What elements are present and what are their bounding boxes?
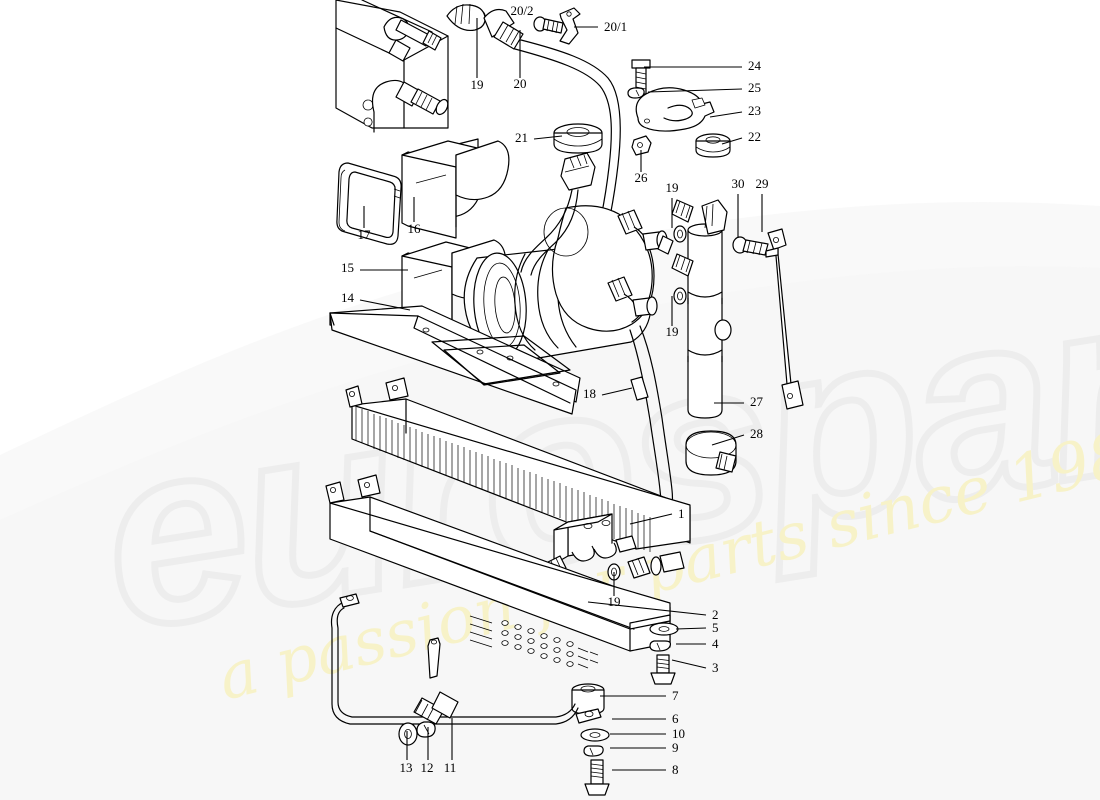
callout-leader-23	[709, 111, 743, 118]
blower-grommet-21	[553, 123, 603, 154]
refrigerant-pipe-20	[446, 3, 621, 229]
cover-panel-14	[329, 305, 581, 415]
callout-label-15: 15	[341, 260, 354, 275]
pipe-fittings-mid	[607, 209, 687, 317]
spring-washer-9	[583, 745, 604, 757]
clamp-screw-20-2	[533, 16, 564, 34]
callout-label-16: 16	[408, 221, 422, 236]
cable-clip-26	[631, 135, 652, 156]
self-tapping-screw-30	[732, 236, 769, 256]
callout-label-19: 19	[608, 594, 621, 609]
strap-lug	[427, 637, 441, 679]
callout-label-23: 23	[748, 103, 761, 118]
strap-eye-6	[575, 708, 602, 724]
callout-label-9: 9	[672, 740, 679, 755]
callout-leader-3	[671, 659, 707, 669]
callout-label-26: 26	[635, 170, 649, 185]
callout-leader-21	[533, 135, 563, 140]
callout-label-18: 18	[583, 386, 596, 401]
callout-leader-5	[675, 627, 707, 630]
callout-label-13: 13	[400, 760, 413, 775]
condenser-core	[345, 377, 691, 552]
callout-leader-22	[721, 137, 743, 145]
callout-label-19: 19	[666, 180, 679, 195]
air-duct-16	[401, 138, 510, 239]
duct-seal-17	[336, 162, 402, 245]
support-tray-2	[325, 474, 671, 669]
callout-leader-14	[359, 299, 411, 311]
pipe-clamp-20-1	[559, 7, 581, 45]
callout-label-19: 19	[666, 324, 679, 339]
spring-washer-12	[416, 721, 436, 738]
callout-label-24: 24	[748, 58, 762, 73]
blower-connector	[560, 152, 596, 191]
hose-clamp-28	[685, 430, 737, 476]
callout-label-3: 3	[712, 660, 719, 675]
callout-label-20: 20	[514, 76, 527, 91]
callout-leader-2	[587, 601, 707, 616]
callout-label-2: 2	[712, 607, 719, 622]
callout-leader-18	[601, 387, 633, 396]
blower-fan-assembly	[463, 152, 655, 361]
callout-label-20-2: 20/2	[510, 3, 533, 18]
callout-leader-1	[629, 513, 673, 525]
callout-label-28: 28	[750, 426, 763, 441]
callout-label-19: 19	[471, 77, 484, 92]
mounting-plate-23	[635, 87, 715, 132]
callout-label-10: 10	[672, 726, 685, 741]
receiver-drier-27	[657, 199, 732, 419]
drier-bracket-29	[765, 228, 804, 410]
spring-washer-25	[627, 87, 645, 99]
compressor-fitting-lower	[371, 79, 449, 133]
callout-label-7: 7	[672, 688, 679, 703]
lower-pipe-fittings	[607, 551, 685, 581]
callout-label-25: 25	[748, 80, 761, 95]
rubber-spacer-7	[571, 683, 605, 715]
retaining-strap	[330, 593, 579, 725]
spring-washer-4	[649, 640, 672, 652]
callout-leader-28	[711, 434, 745, 446]
callout-label-14: 14	[341, 290, 355, 305]
callout-leader-25	[647, 88, 743, 93]
callout-label-4: 4	[712, 636, 719, 651]
callout-label-29: 29	[756, 176, 769, 191]
callout-label-21: 21	[515, 130, 528, 145]
hex-bolt-3	[650, 654, 676, 685]
hex-bolt-11	[413, 691, 459, 725]
callout-label-22: 22	[748, 129, 761, 144]
callout-label-1: 1	[678, 506, 685, 521]
callout-label-17: 17	[358, 227, 372, 242]
callout-label-8: 8	[672, 762, 679, 777]
washer-13	[398, 722, 418, 746]
callout-label-30: 30	[732, 176, 745, 191]
rubber-mount-22	[695, 133, 731, 158]
callout-label-27: 27	[750, 394, 764, 409]
callout-label-12: 12	[421, 760, 434, 775]
compressor-fitting-upper	[383, 16, 442, 62]
callout-label-20-1: 20/1	[604, 19, 627, 34]
hex-bolt-8	[584, 759, 610, 796]
washer-10	[580, 728, 610, 742]
callout-label-11: 11	[444, 760, 457, 775]
callout-label-5: 5	[712, 620, 719, 635]
compressor-housing-box	[335, 0, 449, 133]
callout-label-6: 6	[672, 711, 679, 726]
